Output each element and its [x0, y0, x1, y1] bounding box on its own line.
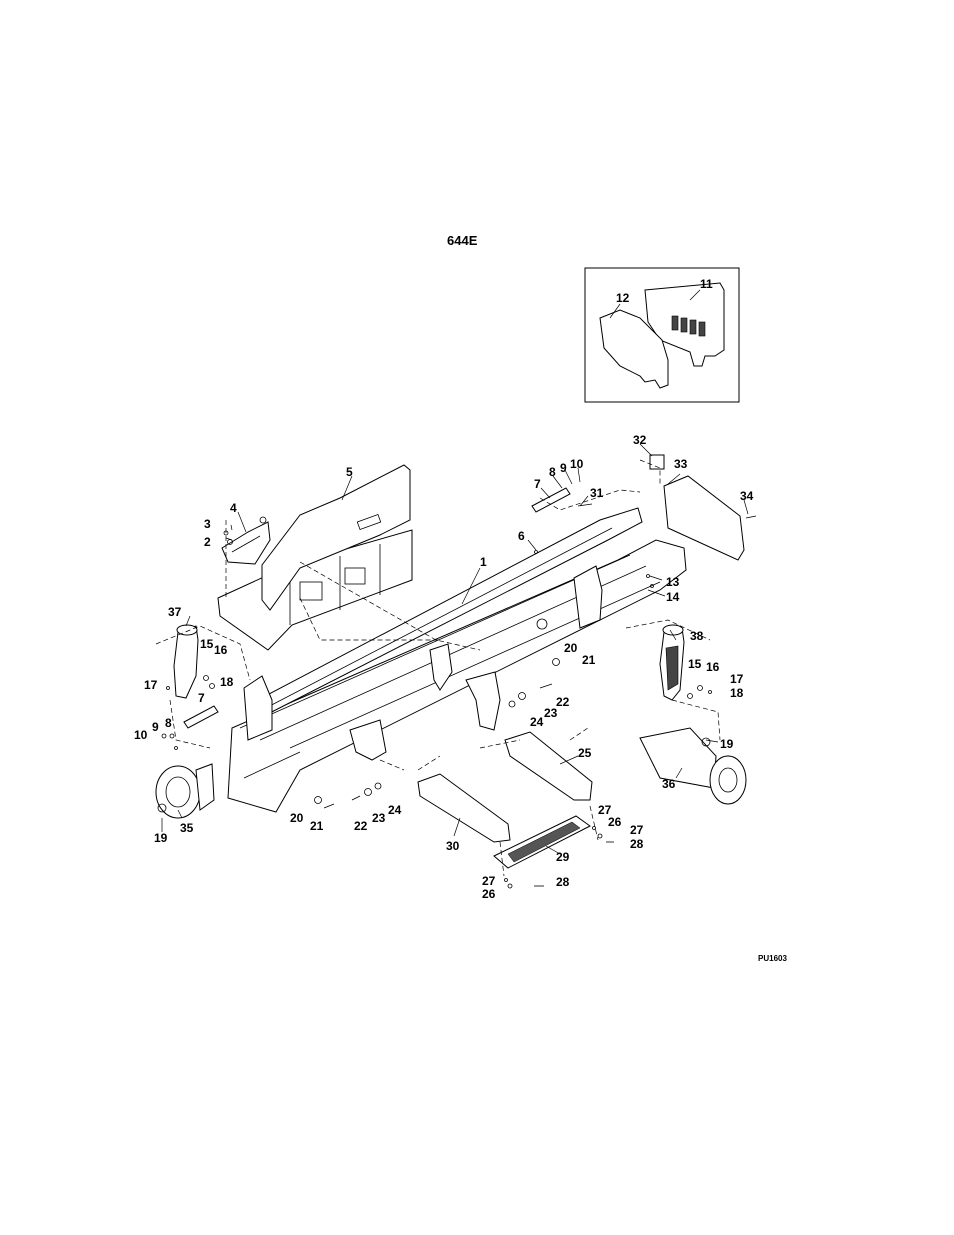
axle-36 [639, 727, 747, 805]
callout-labels: 1 2 3 4 5 6 7 7 8 8 9 9 10 10 11 12 13 1… [134, 277, 754, 901]
callout-24b: 24 [388, 803, 402, 817]
callout-5: 5 [346, 465, 353, 479]
callout-11: 11 [700, 277, 713, 291]
callout-34: 34 [740, 489, 754, 503]
part-30-step-bracket [417, 773, 511, 843]
callout-22a: 22 [556, 695, 570, 709]
callout-20b: 20 [290, 811, 304, 825]
callout-21a: 21 [582, 653, 596, 667]
callout-3: 3 [204, 517, 211, 531]
axle-35 [155, 763, 215, 819]
callout-19b: 19 [720, 737, 734, 751]
callout-31: 31 [590, 486, 604, 500]
callout-10a: 10 [570, 457, 584, 471]
callout-27c: 27 [482, 874, 496, 888]
callout-leaders [161, 289, 749, 855]
callout-37: 37 [168, 605, 182, 619]
part-4-bracket [221, 521, 271, 565]
callout-30: 30 [446, 839, 460, 853]
callout-38: 38 [690, 629, 704, 643]
callout-19a: 19 [154, 831, 168, 845]
part-7-pin-upper [531, 487, 571, 513]
callout-17b: 17 [730, 672, 744, 686]
callout-22b: 22 [354, 819, 368, 833]
callout-1: 1 [480, 555, 487, 569]
callout-29: 29 [556, 850, 570, 864]
callout-12: 12 [616, 291, 630, 305]
callout-32: 32 [633, 433, 647, 447]
callout-36: 36 [662, 777, 676, 791]
figure-ref: PU1603 [758, 954, 787, 963]
callout-21b: 21 [310, 819, 324, 833]
part-32-block [649, 454, 665, 470]
part-29-step [493, 815, 591, 869]
callout-16a: 16 [214, 643, 228, 657]
part-7-pin-lower [183, 705, 219, 729]
callout-18b: 18 [730, 686, 744, 700]
callout-28b: 28 [556, 875, 570, 889]
callout-33: 33 [674, 457, 688, 471]
callout-23a: 23 [544, 706, 558, 720]
callout-9a: 9 [560, 461, 567, 475]
callout-25: 25 [578, 746, 592, 760]
callout-13: 13 [666, 575, 680, 589]
callout-17a: 17 [144, 678, 158, 692]
callout-6: 6 [518, 529, 525, 543]
callout-35: 35 [180, 821, 194, 835]
callout-27a: 27 [598, 803, 612, 817]
callout-4: 4 [230, 501, 237, 515]
callout-18a: 18 [220, 675, 234, 689]
callout-7a: 7 [534, 477, 541, 491]
callout-8b: 8 [165, 716, 172, 730]
callout-15a: 15 [200, 637, 214, 651]
callout-10b: 10 [134, 728, 148, 742]
fasteners [157, 503, 757, 889]
assembly-leaders [155, 459, 721, 877]
frame-assembly [217, 464, 687, 813]
callout-23b: 23 [372, 811, 386, 825]
callout-26b: 26 [482, 887, 496, 901]
callout-15b: 15 [688, 657, 702, 671]
cylinder-37 [173, 624, 199, 699]
callout-2: 2 [204, 535, 211, 549]
part-25-step-bracket [504, 731, 593, 801]
callout-16b: 16 [706, 660, 720, 674]
cylinder-38 [659, 624, 685, 701]
callout-20a: 20 [564, 641, 578, 655]
callout-8a: 8 [549, 465, 556, 479]
callout-26a: 26 [608, 815, 622, 829]
part-33-panel [663, 475, 745, 561]
callout-14: 14 [666, 590, 680, 604]
callout-9b: 9 [152, 720, 159, 734]
callout-28a: 28 [630, 837, 644, 851]
inset-panels [584, 267, 740, 403]
callout-27b: 27 [630, 823, 644, 837]
diagram-title: 644E [447, 233, 478, 248]
callout-7b: 7 [198, 691, 205, 705]
callout-24a: 24 [530, 715, 544, 729]
